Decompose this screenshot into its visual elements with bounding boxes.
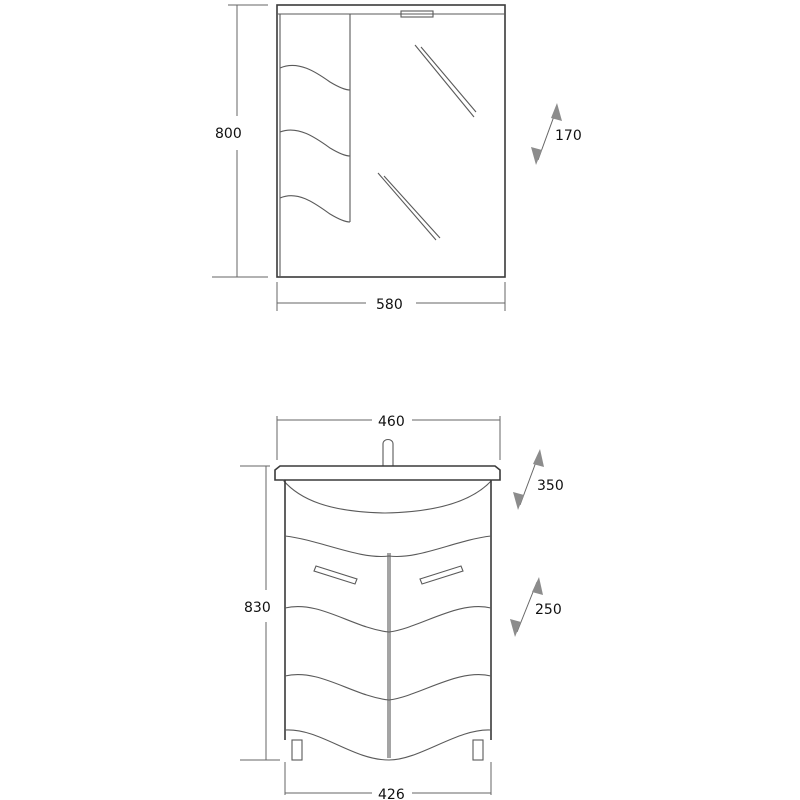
faucet — [382, 438, 394, 466]
wave-shelf — [279, 64, 351, 91]
basin-depth-arrow-down — [513, 492, 524, 510]
leg-right — [472, 739, 484, 761]
vanity-height-dimension: 830 — [240, 465, 280, 761]
shelf-door — [279, 14, 351, 277]
wave-panel — [284, 606, 492, 633]
wave-panel — [284, 674, 492, 701]
basin-bowl — [282, 479, 493, 514]
cabinet-depth-label: 250 — [535, 602, 562, 618]
cabinet-depth-arrow-down — [510, 619, 521, 637]
vanity-top-width-label: 460 — [378, 414, 405, 430]
door-top-wave — [284, 535, 492, 558]
basin-depth-label: 350 — [537, 478, 564, 494]
mirror-glare — [377, 44, 477, 241]
basin-top — [274, 465, 501, 481]
wave-shelf — [279, 195, 351, 223]
mirror-width-label: 580 — [376, 297, 403, 313]
cabinet-body — [284, 480, 492, 740]
depth-arrow-down — [531, 147, 542, 165]
mirror-width-dimension: 580 — [276, 282, 506, 313]
door-handle-right — [419, 565, 464, 585]
vanity-height-label: 830 — [244, 600, 271, 616]
mirror-depth-label: 170 — [555, 128, 582, 144]
cabinet-depth-dimension: 250 — [510, 577, 562, 637]
mirror-height-label: 800 — [215, 126, 242, 142]
vanity-top-width-dimension: 460 — [276, 414, 501, 460]
basin-depth-dimension: 350 — [513, 449, 564, 510]
mirror-cabinet-body — [276, 4, 506, 278]
cabinet-depth-arrow-up — [532, 577, 543, 595]
vanity-bottom-width-label: 426 — [378, 787, 405, 800]
door-handle-left — [313, 565, 358, 585]
light-fixture — [400, 10, 434, 18]
vanity-bottom-width-dimension: 426 — [284, 762, 492, 800]
mirror-height-dimension: 800 — [212, 4, 268, 278]
mirror-depth-dimension: 170 — [531, 103, 582, 165]
wave-panel — [284, 729, 492, 761]
wave-shelf — [279, 129, 351, 157]
leg-left — [291, 739, 303, 761]
depth-arrow-up — [551, 103, 562, 121]
vanity-unit: 460 426 830 350 25 — [240, 414, 564, 800]
mirror-cabinet: 800 580 170 — [212, 4, 582, 313]
basin-depth-arrow-up — [533, 449, 544, 467]
